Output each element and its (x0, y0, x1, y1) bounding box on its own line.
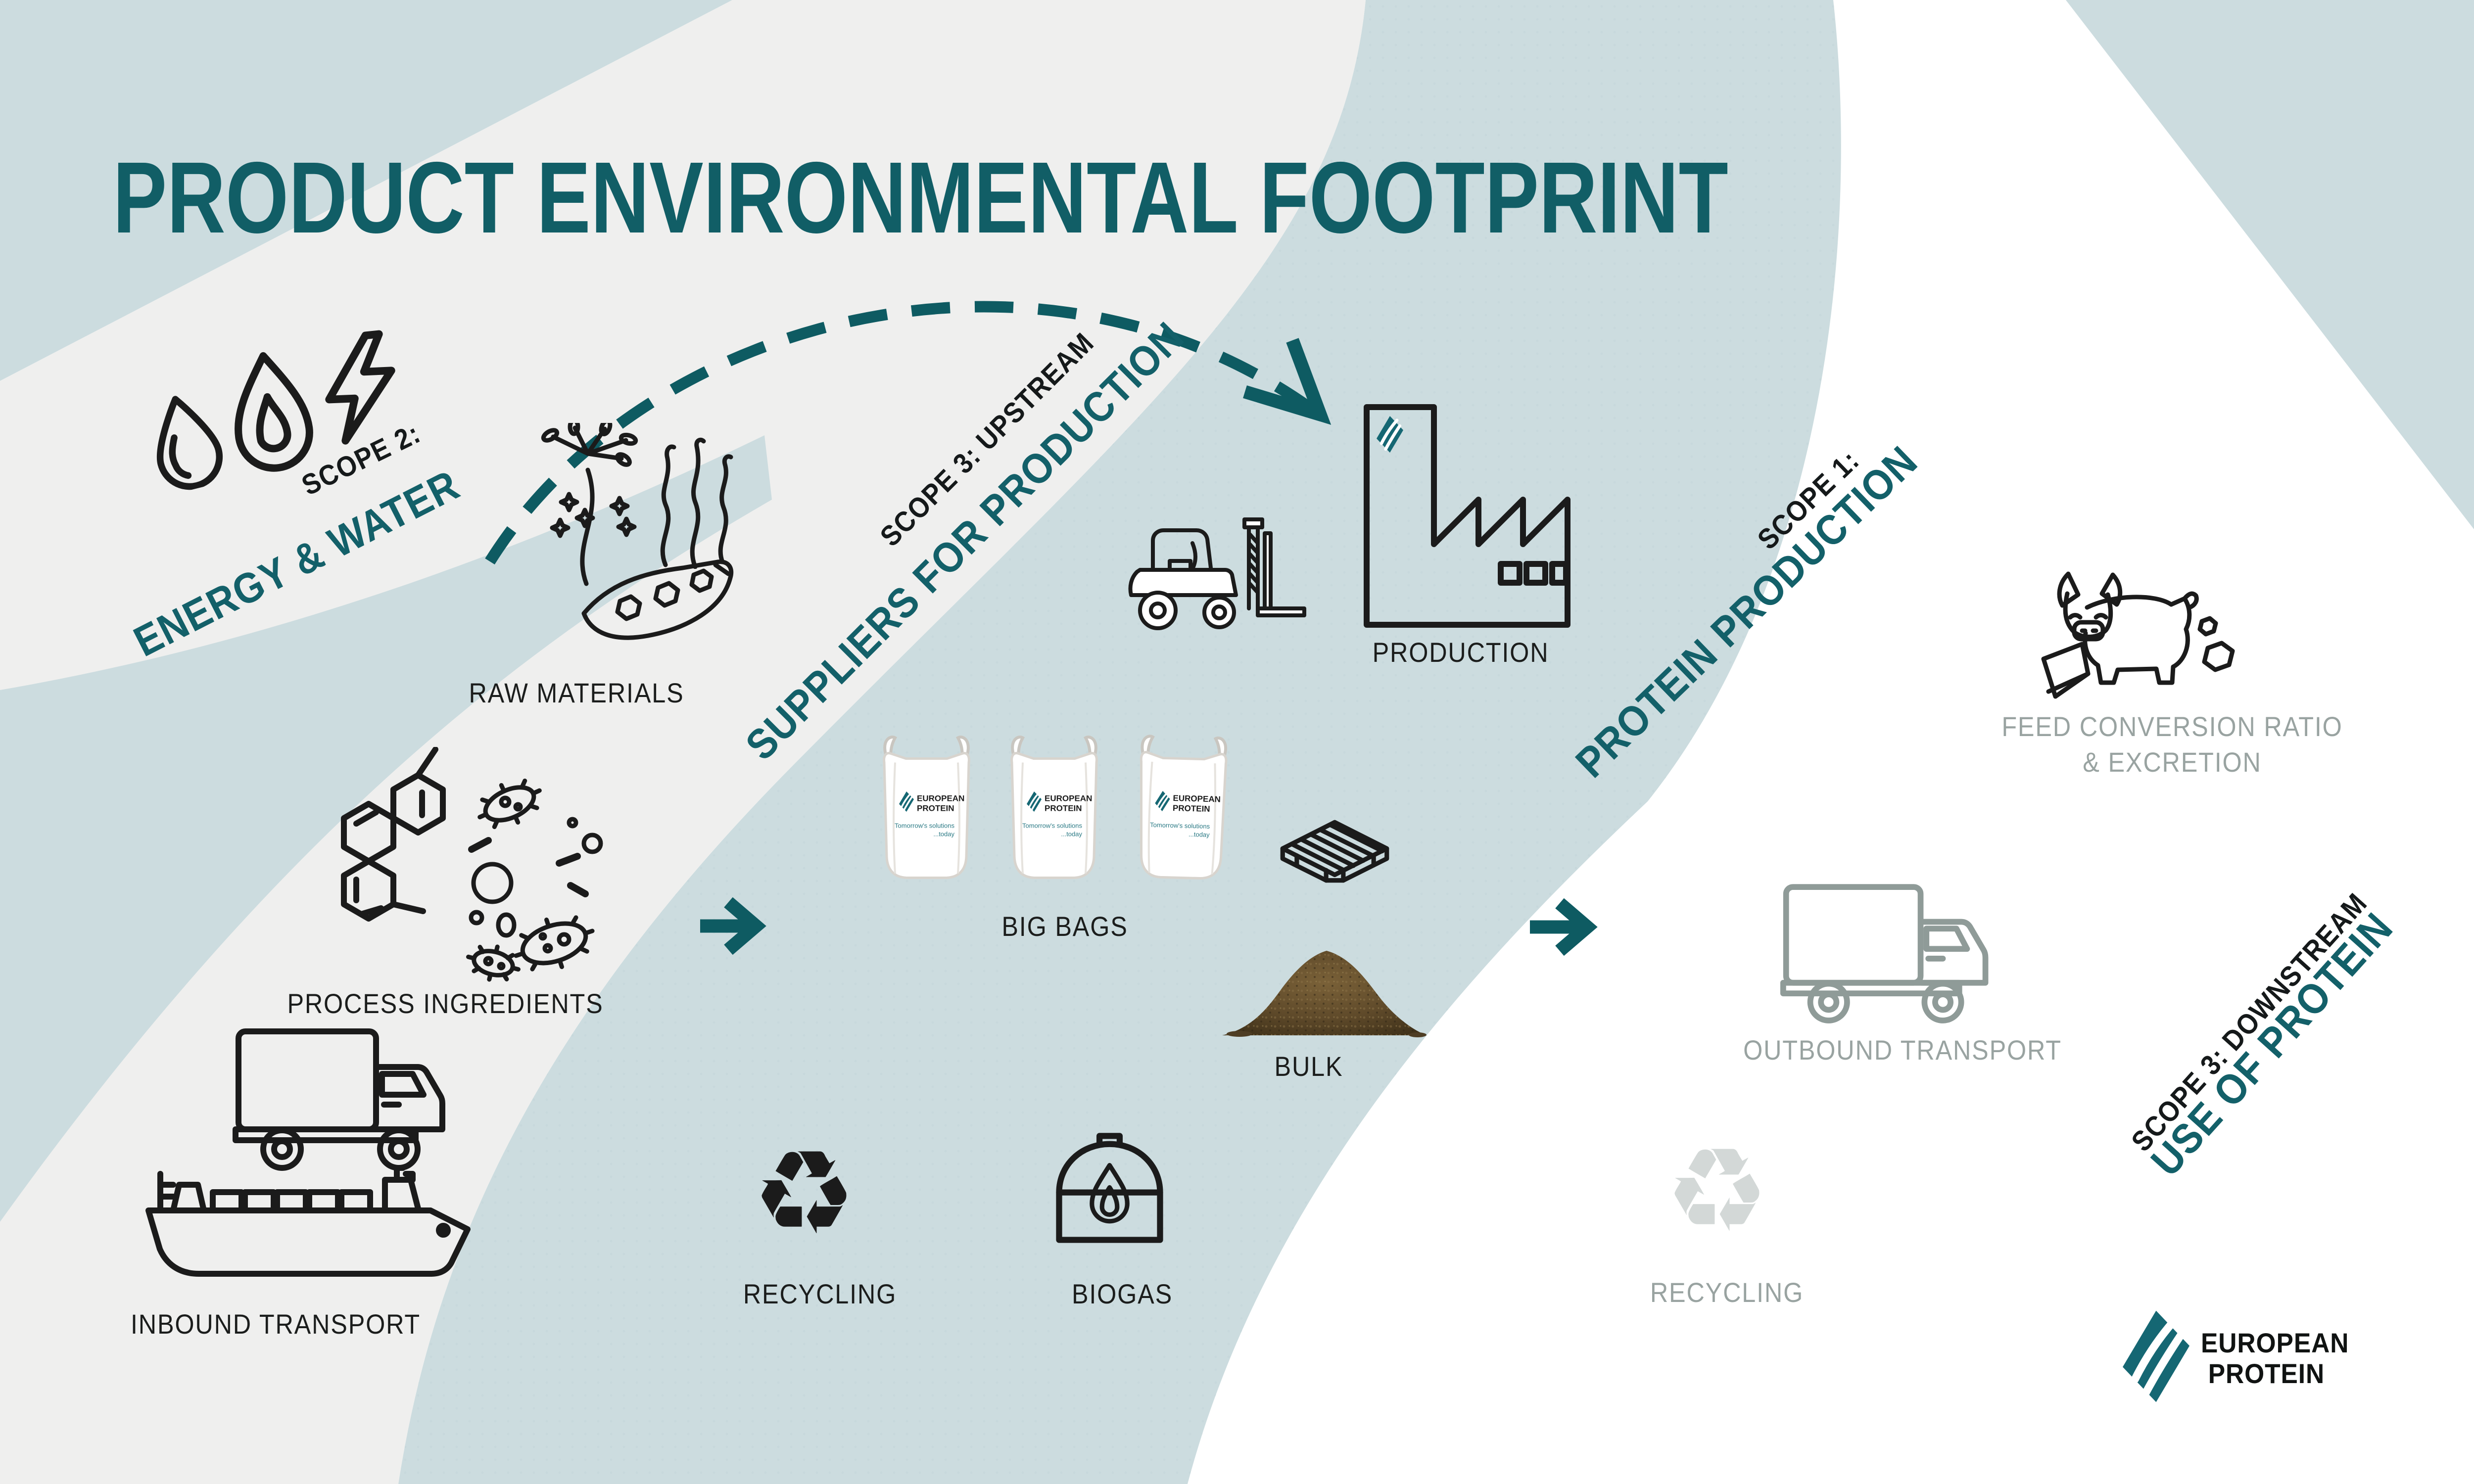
recycling-downstream-label: RECYCLING (1650, 1277, 1804, 1308)
bulk-pile-image (1222, 951, 1427, 1037)
factory-icon (1364, 404, 1570, 628)
svg-text:Tomorrow's solutions: Tomorrow's solutions (1022, 822, 1082, 830)
recycling-icon-gray: ♻ (1665, 1123, 1769, 1258)
raw-materials-label: RAW MATERIALS (469, 677, 684, 708)
water-drop-icon (156, 396, 223, 490)
flower-plant-icon (541, 423, 638, 586)
svg-text:Tomorrow's solutions: Tomorrow's solutions (1150, 821, 1210, 830)
svg-text:PROTEIN: PROTEIN (1173, 803, 1210, 814)
page-title: PRODUCT ENVIRONMENTAL FOOTPRINT (113, 141, 1728, 254)
svg-text:PROTEIN: PROTEIN (1045, 804, 1082, 813)
svg-text:EUROPEAN: EUROPEAN (1045, 794, 1092, 803)
european-protein-logo-mark (2123, 1310, 2189, 1403)
big-bag-icon: EUROPEAN PROTEIN Tomorrow's solutions ..… (873, 731, 980, 887)
bulk-label: BULK (1274, 1051, 1343, 1082)
flame-icon (235, 352, 313, 472)
svg-text:EUROPEAN: EUROPEAN (1173, 793, 1221, 804)
blue-topleft-wedge (0, 0, 732, 381)
feed-conversion-label-line2: & EXCRETION (2083, 746, 2262, 778)
blue-topright-corner (2066, 0, 2474, 529)
biogas-icon (1056, 1133, 1163, 1243)
lightning-bolt-icon (325, 330, 395, 445)
bag-brand-line2: PROTEIN (917, 804, 954, 813)
european-protein-logo-text: EUROPEAN PROTEIN (2201, 1328, 2349, 1389)
bag-tagline1: Tomorrow's solutions (895, 822, 954, 830)
big-bags-label: BIG BAGS (1001, 911, 1128, 942)
forklift-icon (1128, 517, 1306, 630)
inbound-truck-icon (233, 1028, 445, 1171)
factory-logo-mark (1377, 416, 1403, 453)
logo-text-line1: EUROPEAN (2201, 1327, 2349, 1358)
molecule-icon (341, 747, 446, 922)
seaweed-icon (660, 437, 733, 569)
svg-text:...today: ...today (1189, 831, 1210, 838)
big-bag-icon: EUROPEAN PROTEIN Tomorrow's solutions ..… (1001, 731, 1107, 887)
cargo-ship-icon (145, 1165, 471, 1277)
recycling-icon: ♻ (752, 1126, 856, 1261)
microbes-icon (466, 778, 603, 982)
feed-conversion-label-line1: FEED CONVERSION RATIO (2001, 711, 2343, 742)
process-ingredients-label: PROCESS INGREDIENTS (287, 988, 604, 1019)
pig-icon (2041, 571, 2235, 699)
bag-brand-line1: EUROPEAN (917, 794, 964, 803)
soybean-pod-icon (581, 559, 734, 640)
pallet-icon (1280, 820, 1389, 883)
blue-band-texture (398, 0, 1841, 1484)
inbound-transport-label: INBOUND TRANSPORT (130, 1308, 421, 1340)
logo-text-line2: PROTEIN (2208, 1358, 2325, 1389)
recycling-upstream-label: RECYCLING (743, 1278, 897, 1309)
production-label: PRODUCTION (1372, 637, 1549, 668)
bag-tagline2: ...today (933, 831, 954, 838)
biogas-label: BIOGAS (1071, 1278, 1173, 1309)
outbound-transport-label: OUTBOUND TRANSPORT (1743, 1034, 2062, 1066)
outbound-truck-icon (1780, 884, 1989, 1023)
svg-text:...today: ...today (1061, 831, 1082, 838)
big-bag-icon: EUROPEAN PROTEIN Tomorrow's solutions ..… (1127, 730, 1237, 888)
